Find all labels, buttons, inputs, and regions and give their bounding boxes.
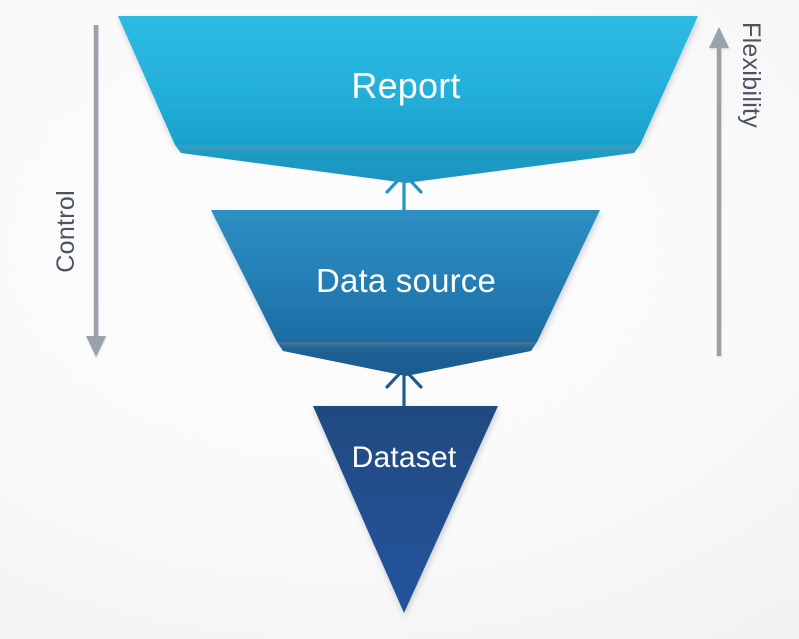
axis-arrowhead-control-down — [86, 336, 106, 357]
stage-body-report — [118, 16, 698, 145]
axis-arrowhead-flexibility-up — [709, 27, 729, 48]
stage-shape-report[interactable] — [118, 16, 698, 183]
axis-label-control: Control — [52, 190, 80, 273]
stage-fold-data-source — [277, 342, 537, 376]
stage-body-data-source — [211, 210, 600, 342]
axis-label-flexibility: Flexibility — [737, 22, 765, 129]
stage-fold-report — [175, 145, 640, 183]
connector-arrowhead-upper — [385, 171, 423, 194]
stage-shape-dataset[interactable] — [313, 406, 498, 613]
connector-arrowhead-lower — [385, 366, 423, 389]
stage-body-dataset — [313, 406, 498, 613]
connector-dataset-to-data-source — [385, 366, 423, 407]
axis-arrow-control — [86, 25, 106, 357]
stage-shape-data-source[interactable] — [211, 210, 600, 376]
connector-data-source-to-report — [385, 171, 423, 212]
axis-arrow-flexibility — [709, 27, 729, 356]
